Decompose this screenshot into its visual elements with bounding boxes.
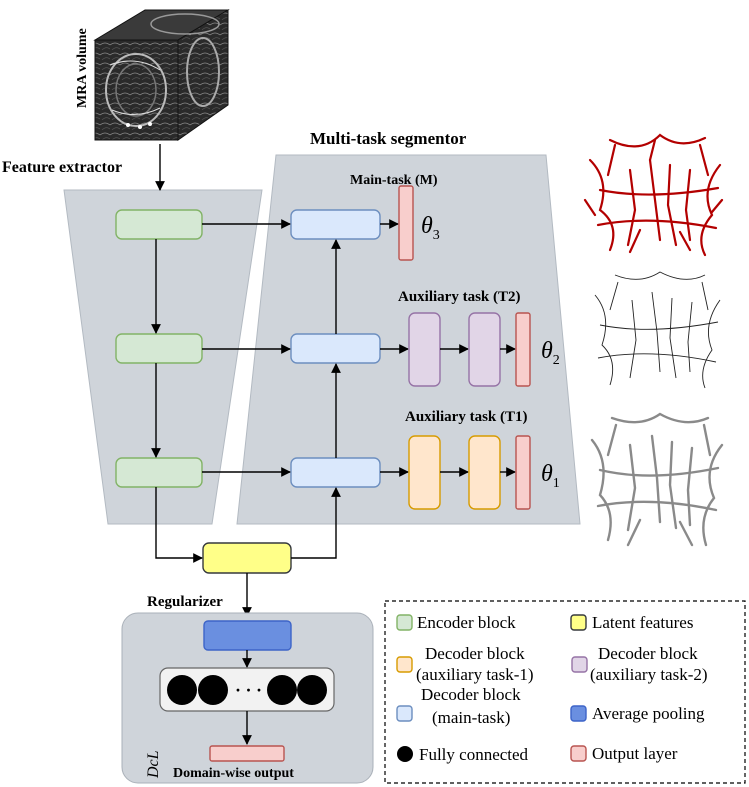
decoder-aux1-block-1 <box>408 435 441 510</box>
legend-dec-aux2-label-2: (auxiliary task-2) <box>590 665 708 684</box>
decoder-aux2-block-2 <box>468 312 501 387</box>
vessel-centerline-black <box>594 271 721 389</box>
legend-latent-label: Latent features <box>592 613 693 632</box>
average-pooling-block <box>203 620 292 651</box>
arrow-enc3-latent <box>155 487 203 563</box>
aux-task-t2-label: Auxiliary task (T2) <box>398 289 521 305</box>
decoder-aux2-block-1 <box>408 312 441 387</box>
output-layer-t2 <box>515 312 531 387</box>
legend-dec-aux1-label-2: (auxiliary task-1) <box>416 665 534 684</box>
fc-neuron-3 <box>267 675 297 705</box>
dcl-output-layer <box>209 745 285 762</box>
domain-output-label: Domain-wise output <box>173 766 294 781</box>
arrow-latent-dec3 <box>291 487 341 559</box>
mra-volume-label: MRA volume <box>75 28 90 108</box>
legend-fc-swatch <box>397 746 413 762</box>
legend-pool-swatch <box>570 705 587 722</box>
latent-features-block <box>202 542 292 574</box>
theta-3: θ3 <box>421 213 440 243</box>
encoder-block-2 <box>115 333 203 364</box>
output-layer-t1 <box>515 435 531 510</box>
legend-box <box>384 600 746 784</box>
dcl-label: DcL <box>145 750 162 779</box>
multi-task-segmentor-label: Multi-task segmentor <box>310 129 467 148</box>
encoder-block-3 <box>115 457 203 488</box>
legend-dec-aux1-label-1: Decoder block <box>425 644 525 663</box>
fc-neuron-2 <box>198 675 228 705</box>
legend: Encoder block Latent features Decoder bl… <box>396 613 708 764</box>
vessel-surface-gray <box>590 412 724 547</box>
legend-dec-aux2-label-1: Decoder block <box>598 644 698 663</box>
fc-neuron-4 <box>297 675 327 705</box>
legend-output-label: Output layer <box>592 744 678 763</box>
fc-neuron-1 <box>167 675 197 705</box>
legend-encoder-label: Encoder block <box>417 613 516 632</box>
legend-latent-swatch <box>570 614 587 631</box>
legend-dec-main-swatch <box>396 705 413 722</box>
legend-dec-aux1-swatch <box>396 656 413 673</box>
legend-output-swatch <box>570 745 587 762</box>
mra-volume-cube <box>93 9 230 141</box>
legend-dec-main-label-1: Decoder block <box>421 685 521 704</box>
vessel-segmentation-red <box>583 133 724 257</box>
legend-fc-label: Fully connected <box>419 745 529 764</box>
main-task-label: Main-task (M) <box>350 173 438 188</box>
legend-pool-label: Average pooling <box>592 704 705 723</box>
decoder-aux1-block-2 <box>468 435 501 510</box>
output-layer-main <box>398 185 414 261</box>
legend-dec-main-label-2: (main-task) <box>432 708 510 727</box>
fc-dots: · · · · <box>235 680 273 700</box>
decoder-main-block-2 <box>290 333 381 364</box>
decoder-main-block-1 <box>290 209 381 240</box>
theta-1: θ1 <box>541 461 560 491</box>
decoder-main-block-3 <box>290 457 381 488</box>
encoder-block-1 <box>115 209 203 240</box>
regularizer-label: Regularizer <box>147 594 223 610</box>
aux-task-t1-label: Auxiliary task (T1) <box>405 409 528 425</box>
feature-extractor-label: Feature extractor <box>2 159 122 176</box>
legend-encoder-swatch <box>396 614 413 631</box>
legend-dec-aux2-swatch <box>571 656 588 673</box>
theta-2: θ2 <box>541 338 560 368</box>
